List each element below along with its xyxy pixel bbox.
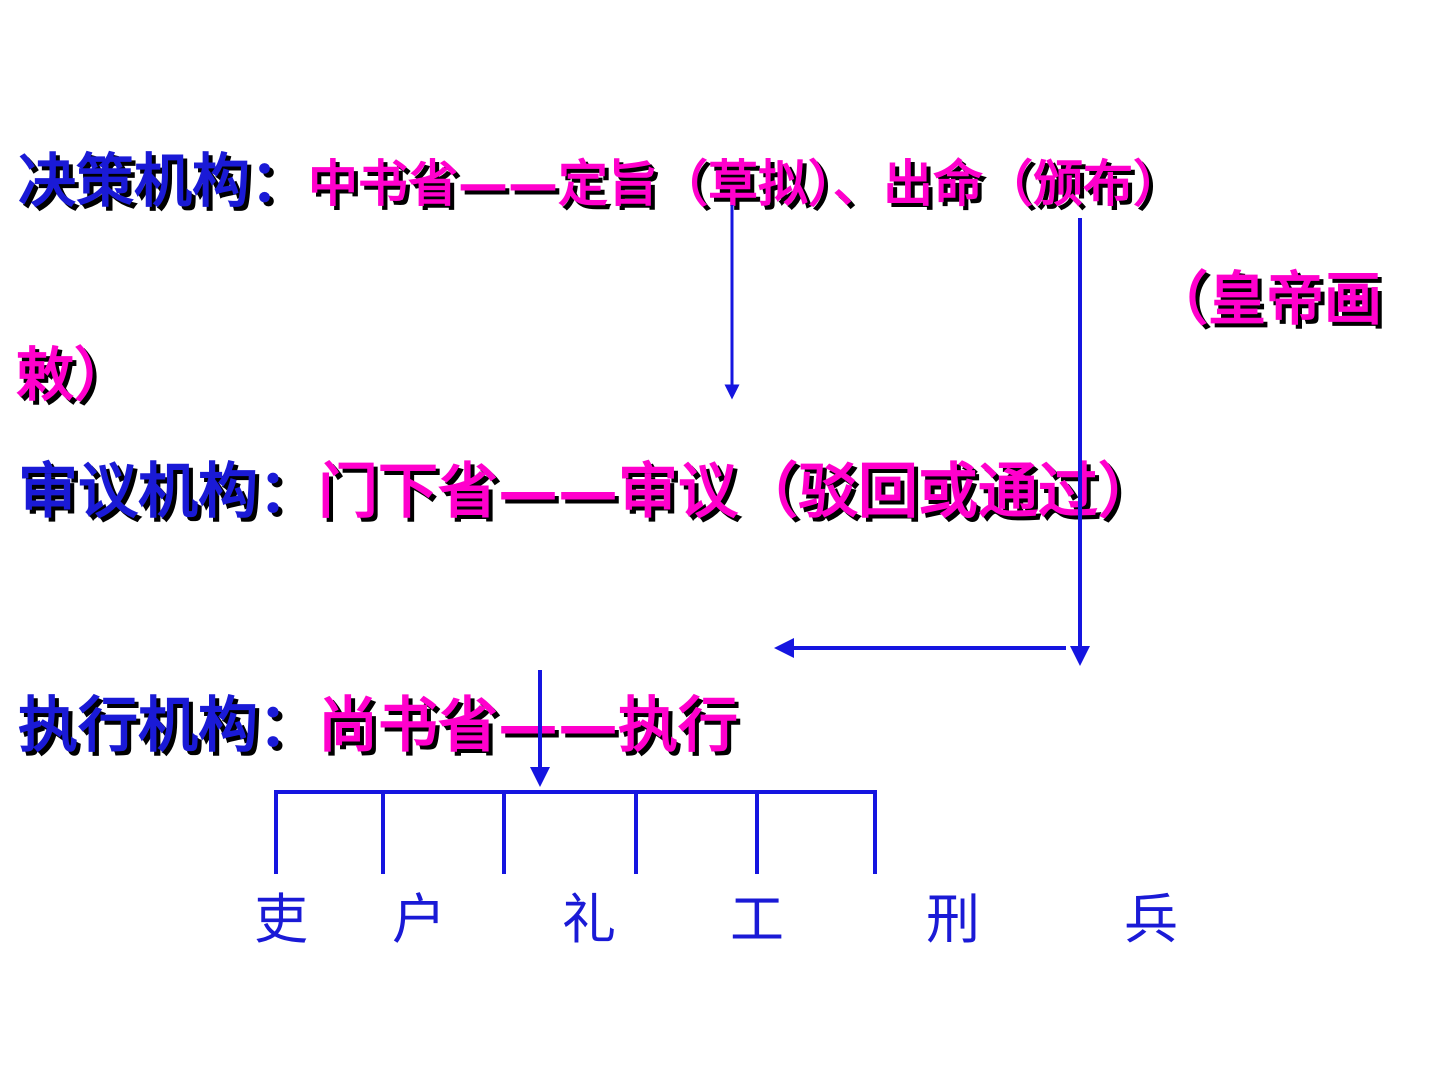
review-content: 门下省——审议（驳回或通过）	[318, 457, 1158, 527]
emperor-note-part2: 敕）	[16, 341, 133, 409]
ministry-war: 兵	[1124, 888, 1178, 951]
ministry-rites: 礼	[562, 888, 616, 951]
decision-row: 决策机构：中书省——定旨（草拟）、出命（颁布）	[18, 152, 1183, 210]
decision-label: 决策机构：	[18, 147, 309, 215]
emperor-note-part1: （皇帝画	[1150, 265, 1383, 333]
execute-content: 尚书省——执行	[318, 691, 738, 761]
ministry-revenue: 户	[392, 888, 446, 951]
review-row: 审议机构：门下省——审议（驳回或通过）	[18, 462, 1158, 522]
execute-row: 执行机构：尚书省——执行	[18, 696, 738, 756]
decision-content: 中书省——定旨（草拟）、出命（颁布）	[308, 155, 1184, 213]
review-label: 审议机构：	[18, 457, 318, 527]
ministry-personnel: 吏	[254, 888, 308, 951]
ministry-works: 工	[730, 888, 784, 951]
ministry-justice: 刑	[926, 888, 980, 951]
execute-label: 执行机构：	[18, 691, 318, 761]
